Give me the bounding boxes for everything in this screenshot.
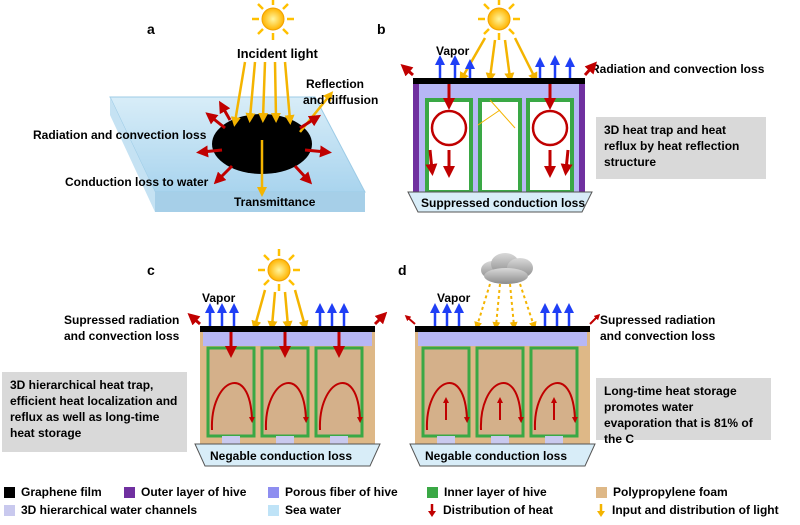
- diffuse-light-arrows: [474, 283, 537, 330]
- cloud-icon: [481, 253, 533, 284]
- heat-arrow-icon: [428, 503, 436, 517]
- sea-water-base: [194, 443, 381, 467]
- supressed-radiation-label-2: and convection loss: [64, 329, 180, 343]
- heat-arrows: [400, 61, 597, 178]
- legend-item-porous: Porous fiber of hive: [268, 485, 398, 499]
- panel-d: d Vapor Supressed radiation and convecti…: [398, 253, 716, 467]
- channels-swatch: [4, 504, 15, 516]
- seawater-swatch: [268, 504, 279, 516]
- panel-b-label: b: [377, 21, 386, 37]
- inner-swatch: [427, 486, 438, 498]
- legend-label: Distribution of heat: [443, 503, 553, 517]
- transmittance-label: Transmittance: [234, 195, 316, 209]
- light-arrow-icon: [597, 503, 605, 517]
- suppressed-conduction-label: Suppressed conduction loss: [421, 196, 585, 210]
- sea-water-front: [155, 192, 365, 212]
- hive-cells: [206, 346, 364, 438]
- sun-icon: [250, 0, 296, 42]
- legend-item-light: Input and distribution of light: [596, 503, 779, 517]
- panel-b: b Vapor Radiation and convection loss: [377, 0, 765, 213]
- radiation-loss-label: Radiation and convection loss: [33, 128, 207, 142]
- negable-conduction-label: Negable conduction loss: [425, 449, 567, 463]
- vapor-arrows: [205, 303, 349, 326]
- legend-item-graphene: Graphene film: [4, 485, 102, 499]
- reflection-label-1: Reflection: [306, 77, 364, 91]
- graphene-film: [200, 326, 375, 332]
- panel-c-label: c: [147, 262, 155, 278]
- legend-item-outer: Outer layer of hive: [124, 485, 246, 499]
- incident-light-arrows: [459, 37, 538, 83]
- legend-label: Porous fiber of hive: [285, 485, 398, 499]
- negable-conduction-label: Negable conduction loss: [210, 449, 352, 463]
- sun-icon: [256, 247, 302, 293]
- heat-circulation-loops: [430, 109, 569, 147]
- graphene-swatch: [4, 486, 15, 498]
- vapor-arrows: [430, 303, 574, 326]
- legend-label: Outer layer of hive: [141, 485, 247, 499]
- vapor-label: Vapor: [437, 291, 471, 305]
- hive-cells: [421, 346, 579, 438]
- panel-a: a Incident light Reflection and diffusio…: [33, 0, 378, 212]
- supressed-radiation-label-1: Supressed radiation: [600, 313, 715, 327]
- heat-circulation-loops: [425, 382, 578, 431]
- incident-light-arrows: [251, 289, 309, 331]
- sea-water-base: [407, 191, 593, 213]
- panel-d-label: d: [398, 262, 407, 278]
- incident-light-arrows: [230, 61, 334, 197]
- incident-light-label: Incident light: [237, 46, 319, 61]
- porous-fiber-layer: [203, 332, 372, 346]
- legend: Graphene film Outer layer of hive Porous…: [0, 483, 800, 525]
- reflection-label-2: and diffusion: [303, 93, 378, 107]
- panel-a-label: a: [147, 21, 155, 37]
- supressed-radiation-label-1: Supressed radiation: [64, 313, 179, 327]
- sea-water-side: [110, 97, 155, 212]
- supressed-radiation-label-2: and convection loss: [600, 329, 716, 343]
- legend-item-inner: Inner layer of hive: [427, 485, 547, 499]
- legend-item-seawater: Sea water: [268, 503, 341, 517]
- legend-label: Input and distribution of light: [612, 503, 779, 517]
- legend-label: Sea water: [285, 503, 342, 517]
- sea-water-base: [409, 443, 596, 467]
- porous-swatch: [268, 486, 279, 498]
- foam-swatch: [596, 486, 607, 498]
- reflected-light-lines: [477, 99, 516, 129]
- radiation-loss-label: Radiation and convection loss: [591, 62, 765, 76]
- hive-cells: [425, 98, 574, 194]
- heat-arrows: [404, 313, 601, 420]
- heat-circulation-loops: [210, 382, 363, 431]
- heat-arrows: [187, 311, 388, 358]
- panel-b-callout: 3D heat trap and heat reflux by heat ref…: [596, 117, 766, 179]
- legend-label: Polypropylene foam: [613, 485, 728, 499]
- legend-item-heat: Distribution of heat: [427, 503, 553, 517]
- conduction-loss-label: Conduction loss to water: [65, 175, 209, 189]
- panel-c: c Vapor Supressed radiation and convecti…: [64, 247, 388, 467]
- porous-fiber-layer: [418, 332, 587, 346]
- legend-label: Inner layer of hive: [444, 485, 547, 499]
- legend-label: Graphene film: [21, 485, 102, 499]
- graphene-film: [415, 326, 590, 332]
- vapor-label: Vapor: [436, 44, 470, 58]
- graphene-film: [413, 78, 585, 84]
- legend-item-channels: 3D hierarchical water channels: [4, 503, 197, 517]
- sun-icon: [476, 0, 522, 42]
- panel-d-callout: Long-time heat storage promotes water ev…: [596, 378, 771, 446]
- legend-label: 3D hierarchical water channels: [21, 503, 198, 517]
- outer-swatch: [124, 486, 135, 498]
- panel-c-callout: 3D hierarchical heat trap, efficient hea…: [2, 372, 187, 452]
- radiation-heat-arrows: [196, 100, 332, 185]
- vapor-label: Vapor: [202, 291, 236, 305]
- legend-item-foam: Polypropylene foam: [596, 485, 728, 499]
- vapor-arrows: [435, 55, 575, 78]
